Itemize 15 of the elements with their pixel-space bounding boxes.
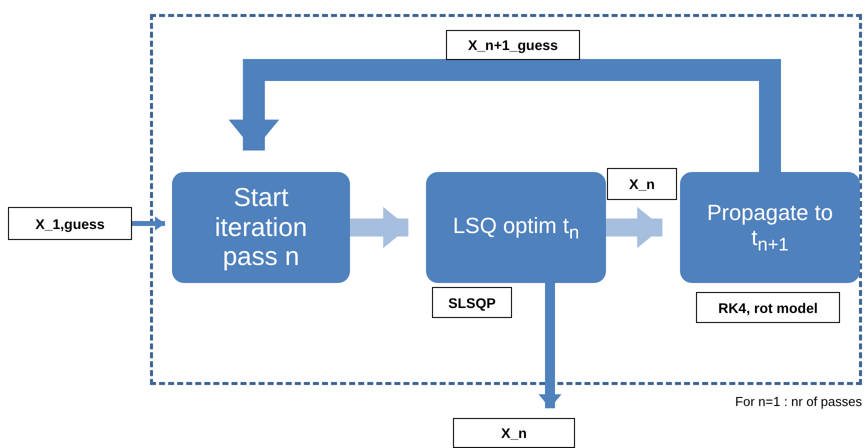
text-box: RK4, rot model	[696, 292, 840, 323]
arrow	[350, 206, 408, 248]
arrow	[132, 216, 165, 230]
text-box: X_n	[453, 418, 575, 448]
process-box: LSQ optim t$_{n}$	[426, 172, 606, 283]
arrow	[606, 206, 662, 248]
process-box: Propagate to t$_{n+1}$	[680, 172, 860, 283]
text-box: SLSQP	[432, 287, 512, 318]
text-box: X_n	[607, 168, 677, 200]
process-box: Start iteration pass n	[172, 172, 350, 283]
note-text: For n=1 : nr of passes	[735, 394, 862, 409]
arrow	[538, 283, 562, 408]
text-box: X_n+1_guess	[446, 30, 580, 60]
text-box: X_1,guess	[8, 207, 132, 240]
arrow	[228, 59, 781, 172]
